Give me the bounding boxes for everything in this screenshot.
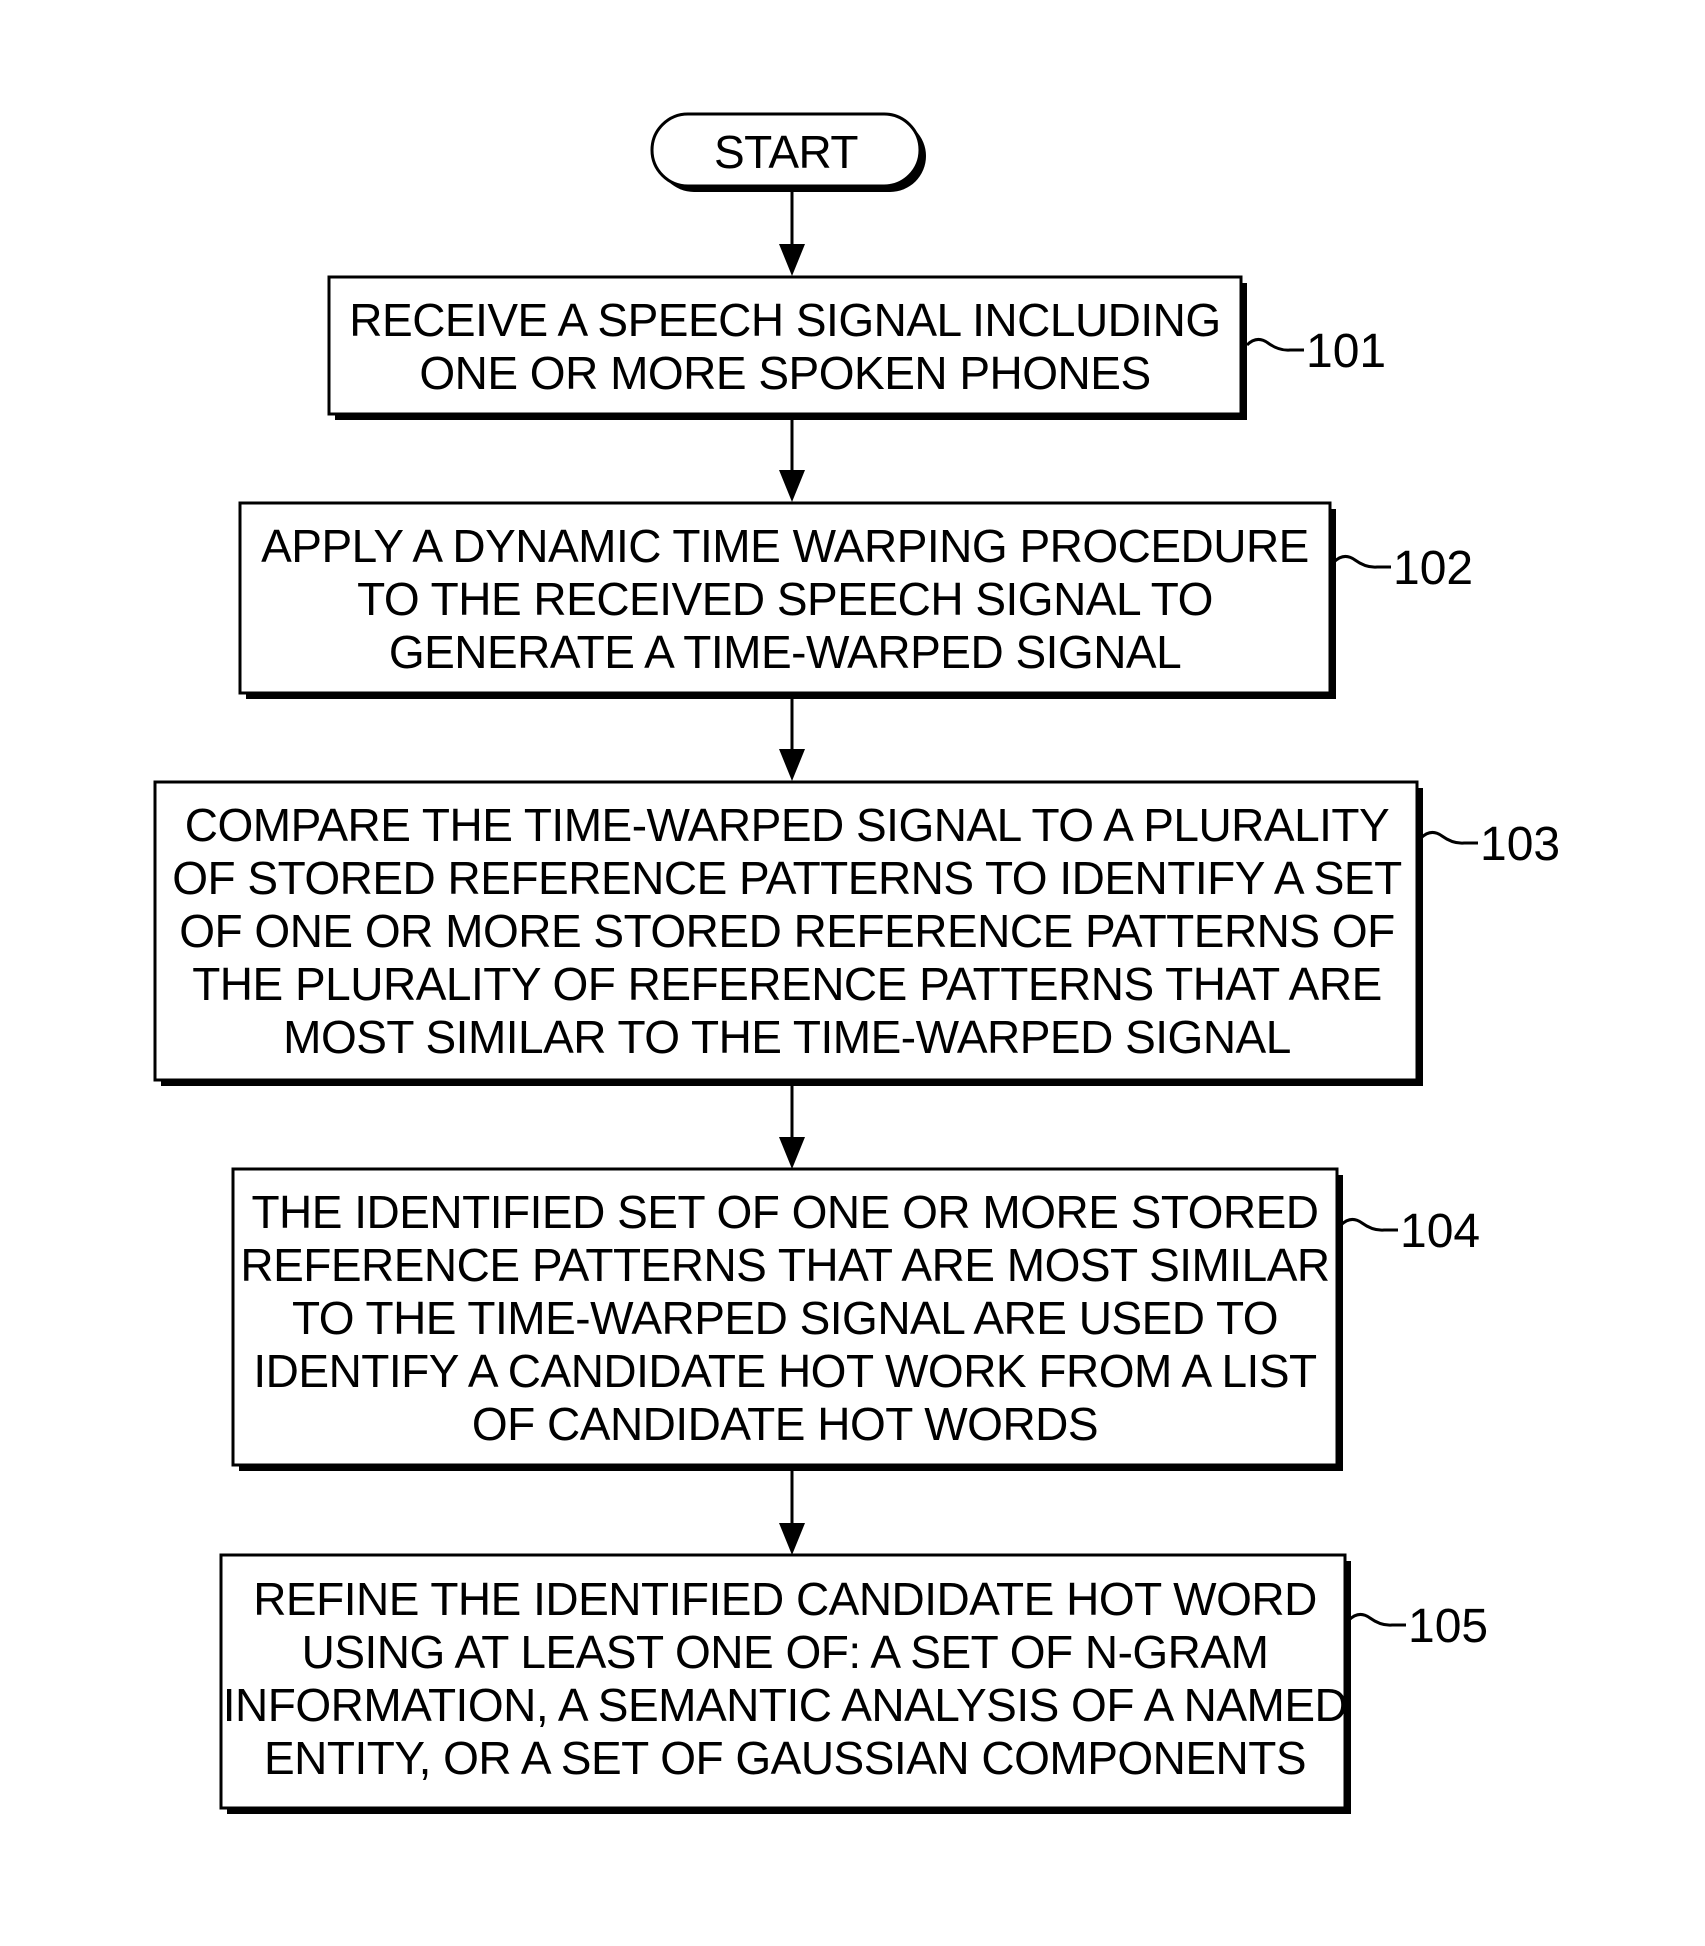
step-104-leader: [1341, 1219, 1398, 1230]
step-105-box: REFINE THE IDENTIFIED CANDIDATE HOT WORD…: [221, 1555, 1351, 1814]
step-104-line-3: TO THE TIME-WARPED SIGNAL ARE USED TO: [292, 1292, 1278, 1344]
step-102-leader: [1334, 556, 1391, 567]
step-104-line-2: REFERENCE PATTERNS THAT ARE MOST SIMILAR: [240, 1239, 1329, 1291]
step-105-line-1: REFINE THE IDENTIFIED CANDIDATE HOT WORD: [253, 1573, 1317, 1625]
step-105-leader: [1349, 1614, 1406, 1625]
step-101-leader: [1247, 339, 1304, 350]
step-102-line-3: GENERATE A TIME-WARPED SIGNAL: [389, 626, 1181, 678]
step-104-line-5: OF CANDIDATE HOT WORDS: [472, 1398, 1098, 1450]
step-105-line-2: USING AT LEAST ONE OF: A SET OF N-GRAM: [302, 1626, 1269, 1678]
step-104-box: THE IDENTIFIED SET OF ONE OR MORE STORED…: [233, 1169, 1343, 1471]
step-104-line-4: IDENTIFY A CANDIDATE HOT WORK FROM A LIS…: [253, 1345, 1317, 1397]
step-103-box: COMPARE THE TIME-WARPED SIGNAL TO A PLUR…: [155, 782, 1423, 1086]
step-104-line-1: THE IDENTIFIED SET OF ONE OR MORE STORED: [251, 1186, 1318, 1238]
step-101-line-1: RECEIVE A SPEECH SIGNAL INCLUDING: [349, 294, 1220, 346]
step-103-leader: [1421, 832, 1478, 843]
step-101-box: RECEIVE A SPEECH SIGNAL INCLUDING ONE OR…: [329, 277, 1247, 420]
step-105-ref: 105: [1408, 1600, 1488, 1653]
step-101-ref: 101: [1306, 325, 1386, 378]
step-102-line-2: TO THE RECEIVED SPEECH SIGNAL TO: [357, 573, 1213, 625]
connector-103-104: [779, 1080, 805, 1169]
step-105-line-3: INFORMATION, A SEMANTIC ANALYSIS OF A NA…: [223, 1679, 1347, 1731]
step-103-ref: 103: [1480, 818, 1560, 871]
connector-start-101: [779, 186, 805, 276]
step-103-line-5: MOST SIMILAR TO THE TIME-WARPED SIGNAL: [283, 1011, 1291, 1063]
start-label: START: [714, 126, 858, 178]
step-103-line-1: COMPARE THE TIME-WARPED SIGNAL TO A PLUR…: [185, 799, 1389, 851]
connector-104-105: [779, 1466, 805, 1555]
step-101-line-2: ONE OR MORE SPOKEN PHONES: [419, 347, 1150, 399]
step-105-line-4: ENTITY, OR A SET OF GAUSSIAN COMPONENTS: [264, 1732, 1306, 1784]
start-terminator: START: [652, 114, 926, 192]
step-102-ref: 102: [1393, 542, 1473, 595]
step-103-line-2: OF STORED REFERENCE PATTERNS TO IDENTIFY…: [172, 852, 1402, 904]
step-102-line-1: APPLY A DYNAMIC TIME WARPING PROCEDURE: [261, 520, 1309, 572]
connector-102-103: [779, 693, 805, 781]
connector-101-102: [779, 414, 805, 502]
step-103-line-4: THE PLURALITY OF REFERENCE PATTERNS THAT…: [192, 958, 1382, 1010]
step-104-ref: 104: [1400, 1205, 1480, 1258]
step-102-box: APPLY A DYNAMIC TIME WARPING PROCEDURE T…: [240, 503, 1336, 699]
step-103-line-3: OF ONE OR MORE STORED REFERENCE PATTERNS…: [179, 905, 1395, 957]
